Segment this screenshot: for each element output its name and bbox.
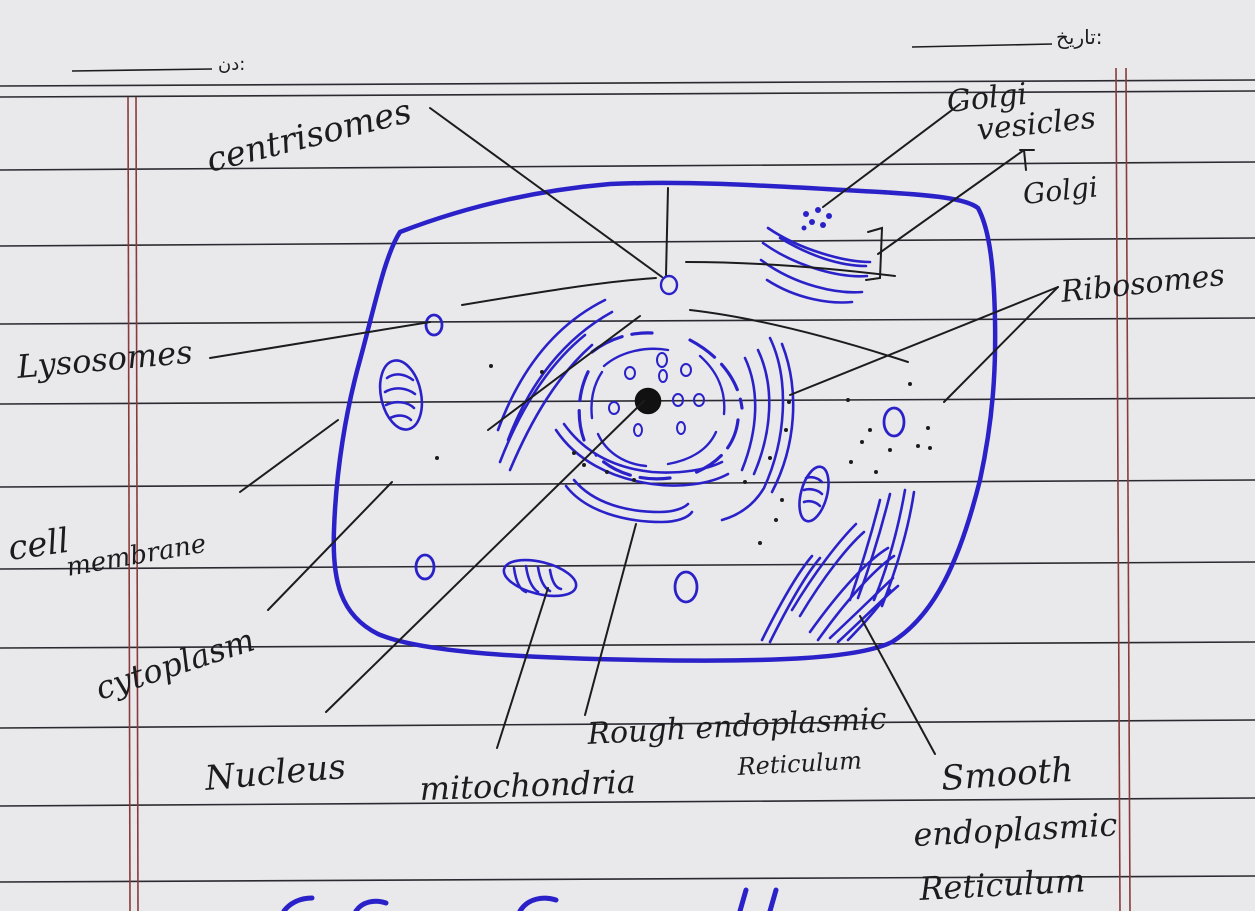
- header: دن: تاریخ:: [72, 25, 1103, 75]
- leader-centrisomes: [430, 108, 662, 277]
- rough-er-right: [722, 338, 793, 520]
- label-ribosomes: Ribosomes: [1058, 258, 1226, 310]
- date-label: تاریخ:: [1056, 25, 1103, 49]
- label-smooth-er-line2: endoplasmic: [912, 805, 1118, 854]
- labels: centrisomes Golgi vesicles Golgi Ribosom…: [6, 77, 1227, 908]
- centrosome: [661, 276, 677, 294]
- lysosomes: [416, 315, 904, 602]
- rule-line: [0, 162, 1255, 170]
- label-lysosomes: Lysosomes: [14, 333, 193, 386]
- left-margin-line: [136, 97, 138, 911]
- leader-centrosome-left: [462, 278, 656, 305]
- leader-golgi: [878, 150, 1024, 254]
- day-label: دن:: [218, 54, 245, 75]
- label-smooth-er-line1: Smooth: [940, 750, 1075, 799]
- rough-er-bottom: [556, 424, 728, 522]
- label-cell-membrane-line1: cell: [6, 521, 72, 569]
- leader-centrosome-lower: [690, 310, 908, 362]
- leader-lysosomes: [210, 322, 430, 358]
- left-margin-line: [128, 97, 130, 911]
- golgi-vesicles: [802, 207, 833, 231]
- cut-off-heading-strokes: [284, 890, 776, 911]
- rule-line: [0, 562, 1255, 569]
- golgi-leader-tick: [1020, 150, 1034, 170]
- rule-line: [0, 480, 1255, 487]
- leader-ribosomes-right: [944, 287, 1058, 402]
- rule-line: [0, 238, 1255, 246]
- right-margin-line: [1116, 68, 1120, 911]
- mitochondrion-bottom: [500, 554, 580, 603]
- mitochondrion-right: [794, 464, 834, 525]
- leader-cell-membrane: [240, 420, 338, 492]
- label-mitochondria: mitochondria: [419, 762, 636, 808]
- leader-centrosome-vertical: [666, 188, 668, 275]
- label-nucleus: Nucleus: [202, 747, 347, 799]
- nucleolus: [636, 389, 660, 413]
- label-smooth-er-line3: Reticulum: [917, 861, 1086, 908]
- label-golgi: Golgi: [1021, 170, 1099, 211]
- mitochondrion-left: [374, 357, 428, 434]
- label-rough-er-line1: Rough endoplasmic: [586, 701, 888, 752]
- leader-nucleus: [326, 401, 644, 712]
- label-cell-membrane-line2: membrane: [64, 529, 208, 583]
- leader-cytoplasm: [268, 482, 392, 610]
- right-margin-line: [1126, 68, 1130, 911]
- leader-centrosome-right: [686, 262, 895, 276]
- rule-line: [0, 398, 1255, 404]
- rule-line: [0, 318, 1255, 324]
- smooth-er: [762, 490, 914, 642]
- label-cytoplasm: cytoplasm: [91, 621, 259, 708]
- header-double-line-top: [0, 80, 1255, 86]
- label-rough-er-line2: Reticulum: [736, 747, 863, 782]
- leader-rough-er: [585, 524, 636, 715]
- day-blank: [72, 69, 212, 71]
- date-blank: [912, 44, 1052, 47]
- header-double-line-bottom: [0, 91, 1255, 97]
